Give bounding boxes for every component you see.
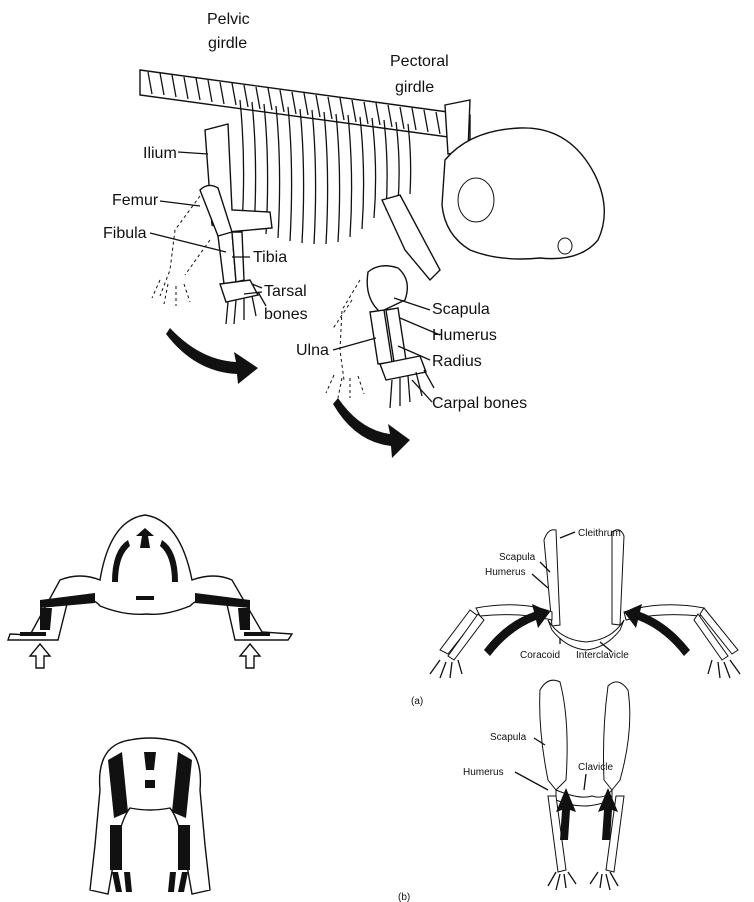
pelvic-girdle-label-line2: girdle — [208, 35, 247, 52]
scapula-label: Scapula — [432, 301, 490, 318]
tarsal-bones-label-line2: bones — [264, 306, 308, 323]
tarsal-bones-label-line1: Tarsal — [264, 283, 307, 300]
ground-reaction-arrow-left — [30, 644, 50, 668]
scapula-a-label: Scapula — [499, 552, 536, 563]
panel-a-sprawling-girdle: Cleithrum Scapula Humerus Coracoid Inter… — [411, 528, 740, 707]
pelvic-girdle-label-line1: Pelvic — [207, 11, 250, 28]
erect-posture-front-view — [90, 738, 210, 894]
pectoral-girdle-label-line1: Pectoral — [390, 53, 449, 70]
panel-a-tag: (a) — [411, 696, 423, 707]
ilium-label: Ilium — [143, 145, 177, 162]
pectoral-girdle-label-line2: girdle — [395, 79, 434, 96]
hind-limb — [152, 185, 266, 324]
panel-b-tag: (b) — [398, 892, 410, 902]
femur-label: Femur — [112, 192, 159, 209]
ground-reaction-arrow-right — [240, 644, 260, 668]
ulna-label: Ulna — [296, 342, 329, 359]
nostril — [558, 238, 572, 254]
coracoid-label: Coracoid — [520, 650, 560, 661]
fore-motion-arrow — [333, 398, 410, 458]
panel-b-erect-girdle: Scapula Humerus Clavicle (b) — [398, 680, 630, 902]
scapula-b-label: Scapula — [490, 732, 527, 743]
fibula-label: Fibula — [103, 225, 147, 242]
sprawling-posture-front-view — [8, 515, 292, 668]
cleithrum-label: Cleithrum — [578, 528, 621, 539]
salamander-skeleton: Pelvic girdle Pectoral girdle Ilium Femu… — [103, 11, 604, 458]
hind-motion-arrow — [166, 328, 258, 384]
carpal-bones-label: Carpal bones — [432, 395, 527, 412]
humerus-label: Humerus — [432, 327, 497, 344]
clavicle-label: Clavicle — [578, 762, 613, 773]
interclavicle-label: Interclavicle — [576, 650, 629, 661]
radius-label: Radius — [432, 353, 482, 370]
humerus-b-label: Humerus — [463, 767, 504, 778]
eye-socket — [458, 178, 494, 222]
tibia-label: Tibia — [253, 249, 287, 266]
humerus-a-label: Humerus — [485, 567, 526, 578]
